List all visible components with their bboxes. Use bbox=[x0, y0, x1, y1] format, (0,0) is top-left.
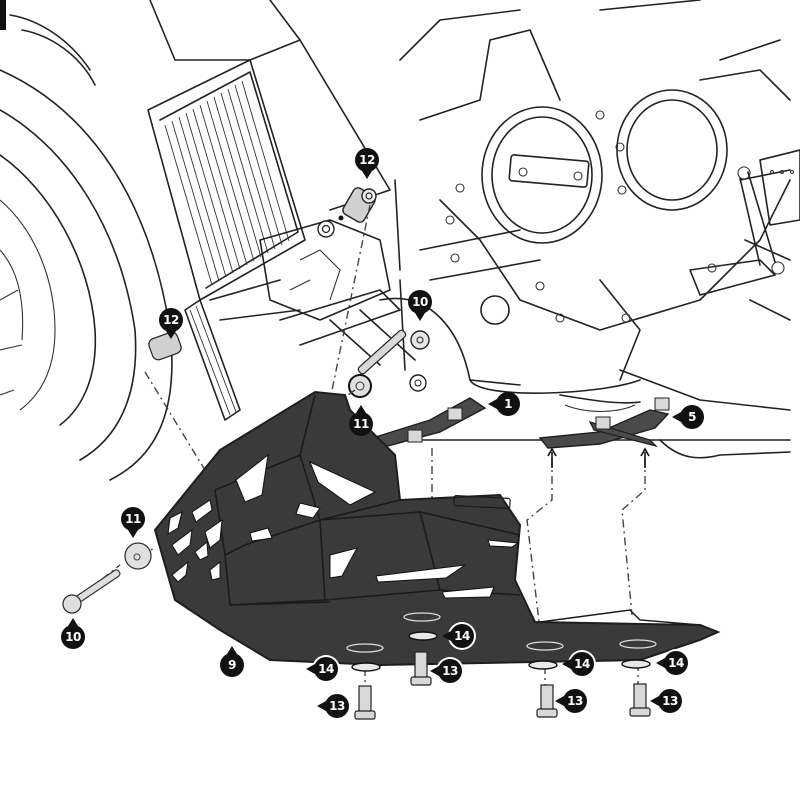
callout-12-upper-spacer[interactable]: 12 bbox=[355, 148, 379, 179]
callout-13-bolt[interactable]: 13 bbox=[555, 689, 587, 713]
lower-fasteners bbox=[346, 612, 657, 720]
callout-13-bolt[interactable]: 13 bbox=[650, 689, 682, 713]
callout-14-washer[interactable]: 14 bbox=[656, 651, 688, 675]
callout-10-upper-bolt[interactable]: 10 bbox=[408, 290, 432, 321]
radiator-illustration bbox=[147, 0, 391, 421]
callout-13-bolt[interactable]: 13 bbox=[317, 694, 349, 718]
callout-1-front-bracket[interactable]: 1 bbox=[488, 392, 520, 416]
callout-11-front-washer[interactable]: 11 bbox=[121, 507, 145, 538]
front-wheel-illustration bbox=[0, 0, 173, 481]
callout-14-washer[interactable]: 14 bbox=[442, 624, 474, 648]
callout-14-washer[interactable]: 14 bbox=[562, 652, 594, 676]
skid-plate bbox=[153, 390, 721, 667]
upper-mounting-hardware bbox=[148, 187, 430, 398]
callout-12-lower-spacer[interactable]: 12 bbox=[159, 308, 183, 339]
callout-9-skid-plate[interactable]: 9 bbox=[220, 646, 244, 677]
callout-11-upper-washer[interactable]: 11 bbox=[349, 405, 373, 436]
front-mounting-hardware bbox=[62, 542, 152, 614]
callout-5-rear-bracket[interactable]: 5 bbox=[672, 405, 704, 429]
callout-10-front-bolt[interactable]: 10 bbox=[61, 618, 85, 649]
callout-13-bolt[interactable]: 13 bbox=[430, 659, 462, 683]
engine-illustration bbox=[209, 0, 800, 459]
callout-14-washer[interactable]: 14 bbox=[306, 657, 338, 681]
